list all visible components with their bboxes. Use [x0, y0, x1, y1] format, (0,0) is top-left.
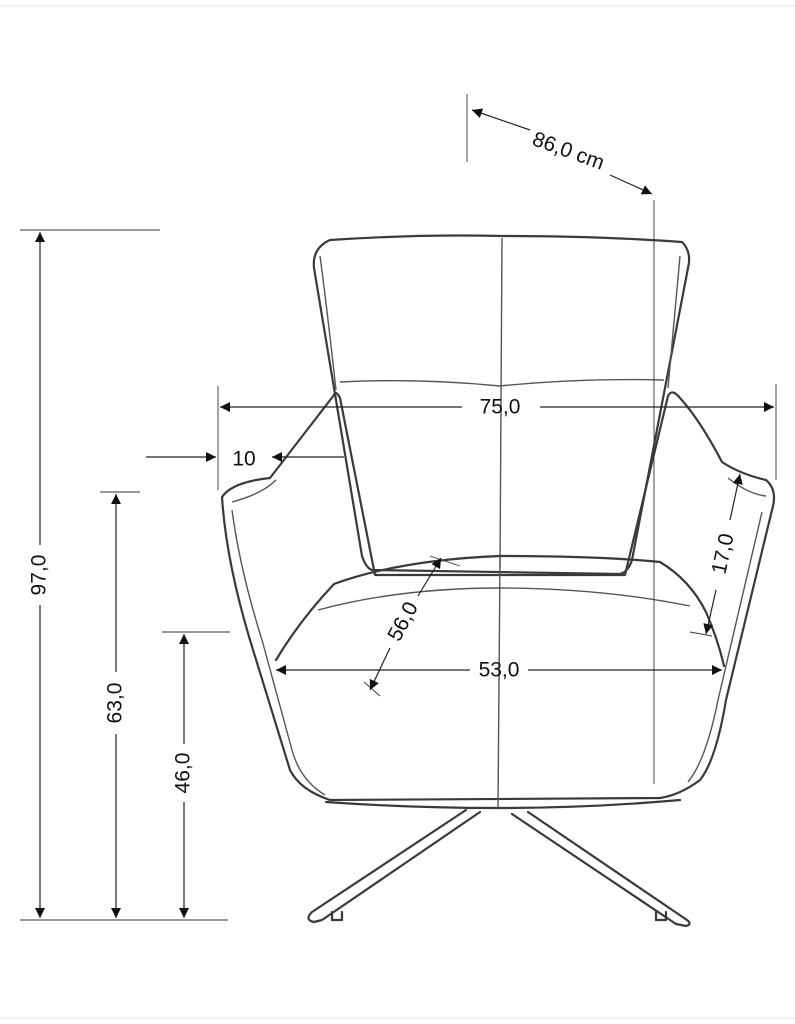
dim-width-label: 75,0 [480, 396, 521, 419]
backrest-vertical-seam [499, 237, 503, 569]
chair-shell [220, 391, 776, 802]
dim-width: 75,0 [217, 384, 777, 480]
seat-bottom-line [324, 798, 682, 810]
chair-seat-cushion [274, 554, 726, 668]
dim-depth-label: 86,0 cm [529, 128, 607, 175]
chair-backrest [312, 234, 691, 576]
dim-seat-height-label: 46,0 [172, 753, 195, 794]
dim-armrest-height-label: 63,0 [104, 683, 127, 724]
dim-armrest-height: 63,0 [100, 491, 140, 918]
dim-armrest-label: 10 [232, 448, 255, 471]
dim-seat-depth-label: 56,0 [383, 598, 422, 645]
seat-vertical-seam [497, 557, 501, 809]
seat-front-seam [317, 587, 691, 611]
dim-seat-width: 53,0 [276, 659, 722, 682]
dim-arm-height: 17,0 [689, 473, 743, 637]
dimensions: 86,0 cm 75,0 10 97,0 [20, 94, 777, 921]
dim-seat-depth: 56,0 [363, 555, 461, 697]
chair-shell-inner-right [687, 477, 767, 783]
chair-legs [307, 808, 691, 928]
dim-armrest: 10 [146, 420, 344, 490]
dim-seat-width-label: 53,0 [479, 659, 520, 682]
dim-total-height-label: 97,0 [28, 555, 51, 596]
dim-seat-height: 46,0 [162, 631, 230, 918]
dim-arm-height-label: 17,0 [708, 531, 739, 576]
backrest-horizontal-seam [339, 378, 665, 387]
chair-backrest-inner [319, 255, 681, 391]
dim-total-height: 97,0 [20, 229, 228, 921]
chair [220, 234, 776, 928]
chair-shell-inner-left [231, 479, 326, 796]
